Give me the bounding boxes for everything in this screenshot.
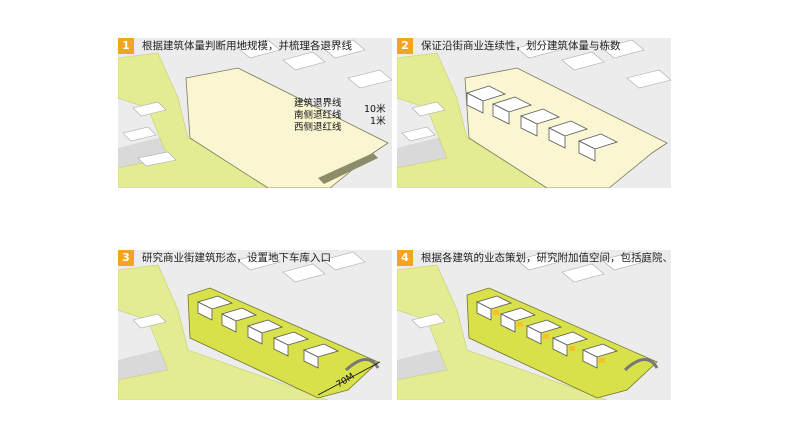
step-caption: 根据各建筑的业态策划，研究附加值空间，包括庭院、露台 (421, 252, 671, 264)
step-number-badge: 3 (118, 250, 134, 266)
setback-labels: 建筑退界线 南侧退红线 西侧退红线 (294, 98, 342, 134)
site-map-3 (118, 250, 392, 400)
site-map-2 (397, 38, 671, 188)
step-panel-4: 4 根据各建筑的业态策划，研究附加值空间，包括庭院、露台 (397, 250, 671, 400)
setback-values: 10米 1米 (364, 104, 386, 128)
setback-value-10m: 10米 (364, 104, 386, 115)
step-caption: 根据建筑体量判断用地规模，并梳理各退界线 (142, 40, 352, 52)
step-number-badge: 4 (397, 250, 413, 266)
west-redline-label: 西侧退红线 (294, 122, 342, 133)
step-number-badge: 1 (118, 38, 134, 54)
step-panel-2: 2 保证沿街商业连续性，划分建筑体量与栋数 (397, 38, 671, 188)
building-setback-label: 建筑退界线 (294, 98, 342, 109)
step-caption: 保证沿街商业连续性，划分建筑体量与栋数 (421, 40, 621, 52)
setback-value-1m: 1米 (370, 116, 386, 127)
site-map-4 (397, 250, 671, 400)
step-panel-1: 1 根据建筑体量判断用地规模，并梳理各退界线 建筑退界线 南侧退红线 西侧退红线… (118, 38, 392, 188)
south-redline-label: 南侧退红线 (294, 110, 342, 121)
step-number-badge: 2 (397, 38, 413, 54)
step-caption: 研究商业街建筑形态，设置地下车库入口 (142, 252, 331, 264)
step-panel-3: 3 研究商业街建筑形态，设置地下车库入口 70M (118, 250, 392, 400)
site-map-1 (118, 38, 392, 188)
